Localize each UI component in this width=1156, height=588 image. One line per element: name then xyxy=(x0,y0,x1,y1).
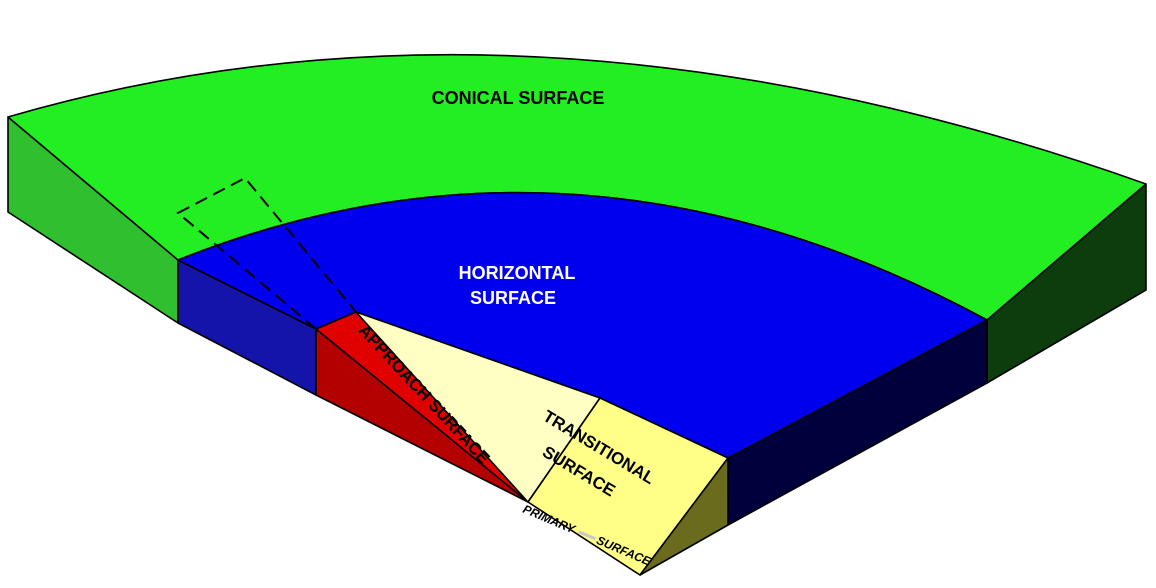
approach-extension-dashed xyxy=(176,176,357,330)
horizontal-surface-label-line2: SURFACE xyxy=(470,288,556,308)
transitional-side-face xyxy=(639,457,729,576)
horizontal-surface-label-line1: HORIZONTAL xyxy=(459,263,576,283)
primary-surface-label-gap xyxy=(578,530,596,541)
horizontal-surface-top xyxy=(177,191,988,459)
conical-surface-label: CONICAL SURFACE xyxy=(432,88,605,108)
